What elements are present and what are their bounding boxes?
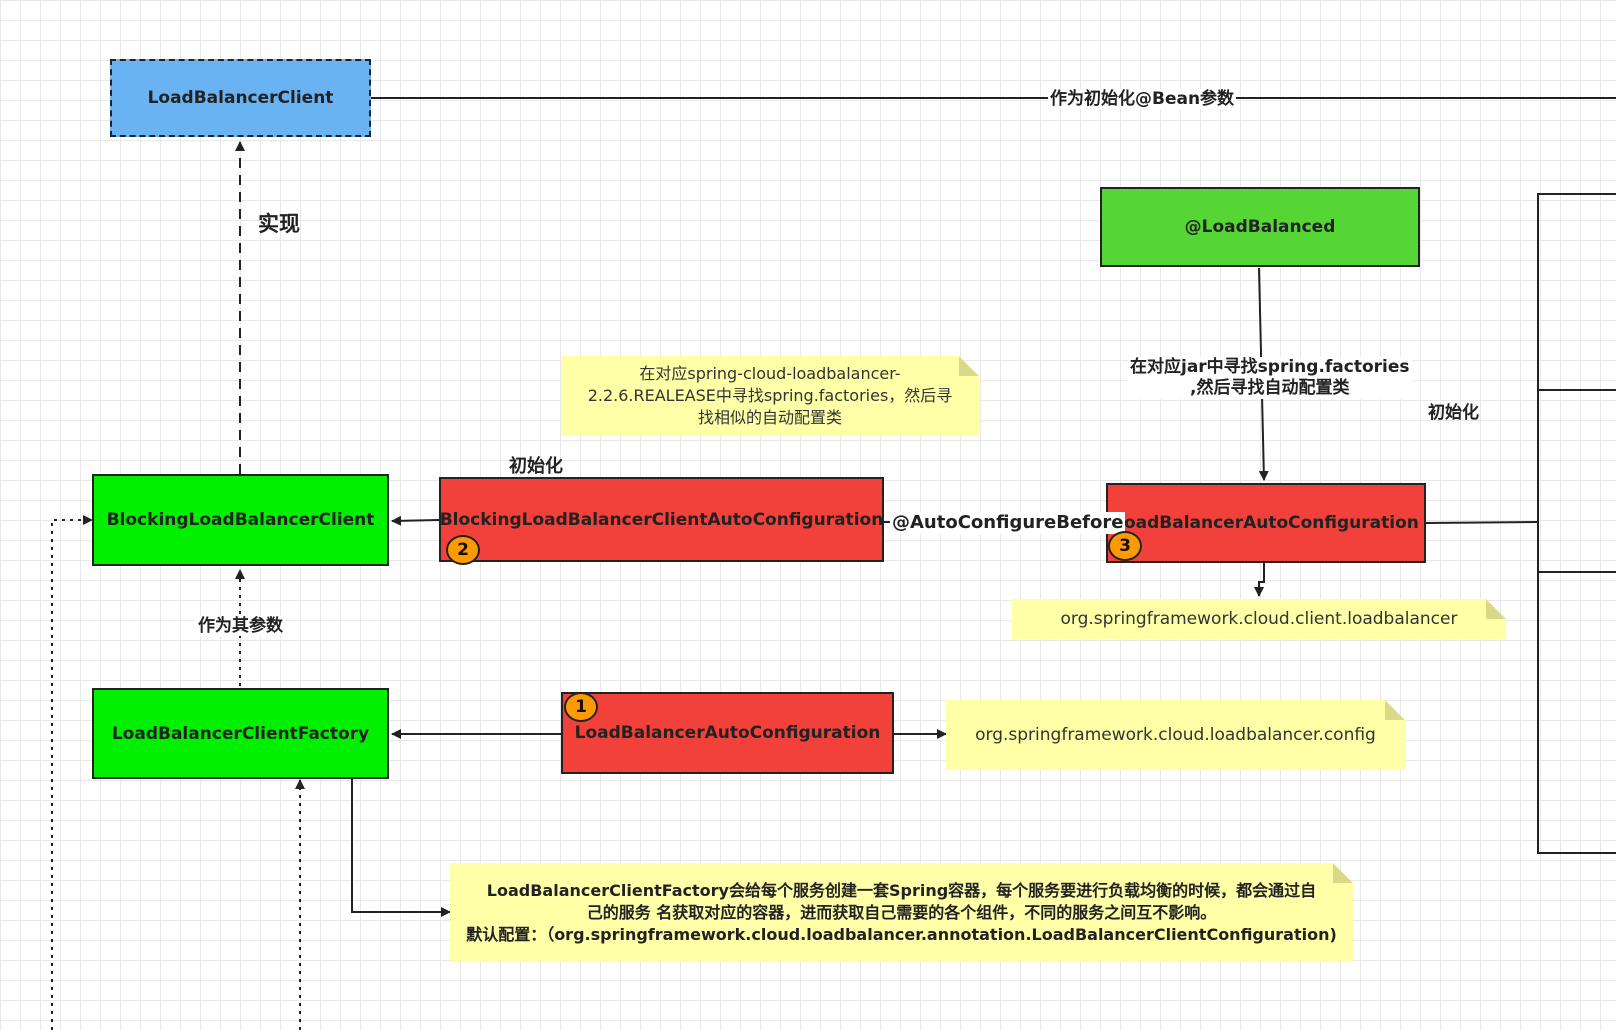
note-line: 在对应spring-cloud-loadbalancer- [639, 364, 901, 383]
right-bracket [1537, 193, 1616, 854]
edge-left-dotted-loop [51, 515, 93, 1030]
note-factory-description: LoadBalancerClientFactory会给每个服务创建一套Sprin… [450, 863, 1353, 962]
label-implements: 实现 [258, 212, 300, 236]
edge-factory-description [351, 778, 451, 917]
note-line: LoadBalancerClientFactory会给每个服务创建一套Sprin… [486, 880, 1317, 900]
node-blocking-auto-configuration[interactable]: BlockingLoadBalancerClientAutoConfigurat… [439, 477, 884, 562]
step-badge-2: 2 [446, 535, 480, 565]
note-spring-cloud-loadbalancer: 在对应spring-cloud-loadbalancer- 2.2.6.REAL… [561, 356, 979, 436]
edge-to-client-package [1254, 563, 1265, 597]
edge-to-right-bracket [1425, 521, 1539, 524]
note-line: 己的服务 名获取对应的容器，进而获取自己需要的各个组件，不同的服务之间互不影响。 [586, 902, 1217, 922]
note-line: 默认配置：（org.springframework.cloud.loadbala… [466, 924, 1337, 944]
node-load-balancer-auto-configuration-top[interactable]: LoadBalancerAutoConfiguration [1106, 483, 1426, 563]
label-init-left: 初始化 [509, 456, 563, 477]
node-load-balancer-auto-configuration-bottom[interactable]: LoadBalancerAutoConfiguration [561, 692, 894, 774]
note-line: 找相似的自动配置类 [697, 408, 842, 427]
note-factory-description-text: LoadBalancerClientFactory会给每个服务创建一套Sprin… [454, 880, 1349, 946]
label-init-right: 初始化 [1428, 403, 1479, 423]
node-load-balancer-client[interactable]: LoadBalancerClient [110, 59, 371, 137]
node-load-balanced-annotation[interactable]: @LoadBalanced [1100, 187, 1420, 267]
note-spring-cloud-loadbalancer-text: 在对应spring-cloud-loadbalancer- 2.2.6.REAL… [574, 363, 967, 429]
note-client-package-text: org.springframework.cloud.client.loadbal… [1060, 609, 1458, 629]
note-line: 2.2.6.REALEASE中寻找spring.factories，然后寻 [587, 386, 953, 405]
edge-init-left [391, 515, 440, 526]
step-badge-3: 3 [1108, 531, 1142, 561]
note-config-package: org.springframework.cloud.loadbalancer.c… [946, 700, 1405, 770]
label-line: 在对应jar中寻找spring.factories [1130, 357, 1410, 377]
label-bean-param: 作为初始化@Bean参数 [1048, 89, 1237, 109]
label-line: ,然后寻找自动配置类 [1190, 378, 1350, 398]
step-badge-1: 1 [564, 692, 598, 722]
node-load-balancer-client-factory[interactable]: LoadBalancerClientFactory [92, 688, 389, 779]
label-find-in-jar: 在对应jar中寻找spring.factories ,然后寻找自动配置类 [1128, 357, 1412, 399]
node-blocking-load-balancer-client[interactable]: BlockingLoadBalancerClient [92, 474, 389, 566]
label-auto-configure-before: @AutoConfigureBefore [890, 512, 1126, 534]
label-as-param: 作为其参数 [196, 616, 285, 636]
note-config-package-text: org.springframework.cloud.loadbalancer.c… [975, 725, 1376, 745]
note-client-package: org.springframework.cloud.client.loadbal… [1012, 599, 1506, 639]
